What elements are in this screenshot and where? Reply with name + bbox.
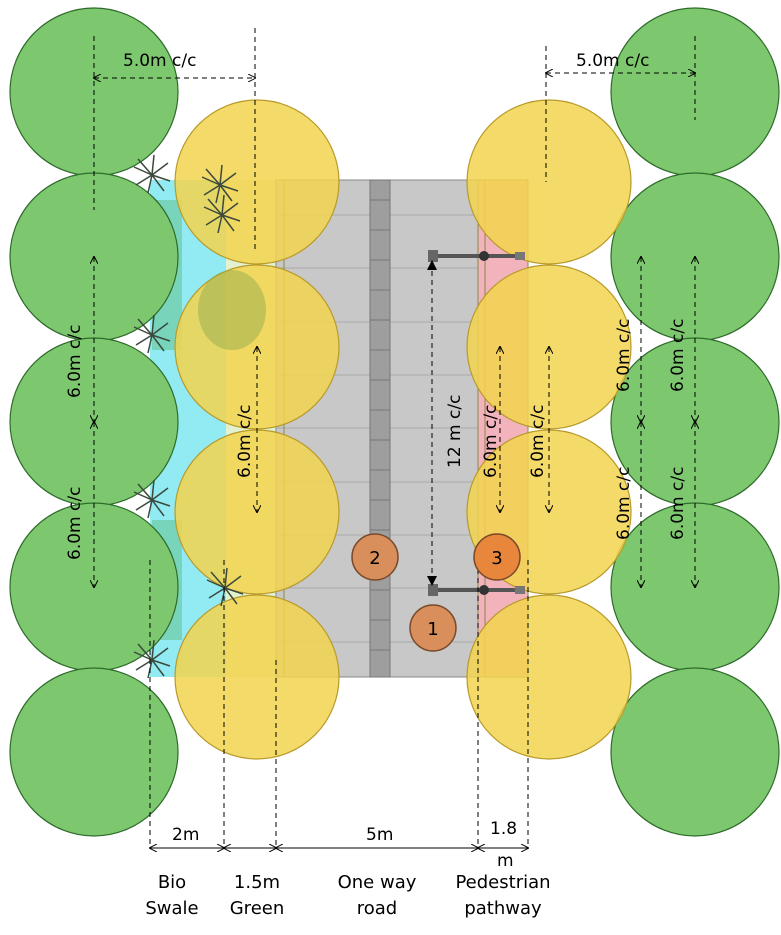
zone-green-line1: 1.5m [234, 872, 280, 893]
palm-icon [133, 314, 171, 354]
dim-right-inner-1: 6.0m c/c [481, 405, 501, 478]
zone-road-line2: road [357, 898, 397, 919]
dim-road-gap: 12 m c/c [445, 395, 465, 468]
width-bioswale: 2m [172, 825, 199, 845]
dim-right-outer-a1: 6.0m c/c [614, 319, 634, 392]
palm-symbols [133, 154, 244, 679]
width-pathway-1: 1.8 [490, 819, 517, 839]
dim-right-outer-b2: 6.0m c/c [668, 467, 688, 540]
marker-1: 1 [409, 604, 457, 652]
outer-tree [610, 667, 780, 837]
width-road: 5m [366, 825, 393, 845]
street-light-top [428, 250, 525, 262]
dim-top-right: 5.0m c/c [576, 51, 649, 71]
svg-text:3: 3 [491, 548, 502, 569]
inner-tree [174, 594, 340, 760]
road-median [369, 179, 391, 678]
street-light-bottom [428, 584, 525, 596]
svg-text:1: 1 [427, 619, 438, 640]
palm-icon [133, 479, 171, 519]
dim-top-left: 5.0m c/c [123, 51, 196, 71]
spacing-dims [94, 28, 695, 848]
inner-tree [174, 99, 340, 265]
dim-left-inner: 6.0m c/c [235, 405, 255, 478]
zone-road-line1: One way [338, 872, 417, 893]
marker-3: 3 [473, 533, 521, 581]
shrub-patch-icon [198, 270, 266, 350]
svg-text:2: 2 [369, 548, 380, 569]
dim-right-inner-2: 6.0m c/c [528, 405, 548, 478]
dim-left-outer-2: 6.0m c/c [65, 487, 85, 560]
inner-tree [466, 594, 632, 760]
inner-tree [466, 99, 632, 265]
zone-bioswale-line2: Swale [145, 898, 198, 919]
dim-right-outer-b1: 6.0m c/c [668, 319, 688, 392]
dim-right-outer-a2: 6.0m c/c [614, 467, 634, 540]
marker-2: 2 [351, 533, 399, 581]
outer-tree [9, 667, 179, 837]
zone-green-line2: Green [230, 898, 285, 919]
palm-icon [133, 154, 171, 194]
palm-icon [206, 567, 244, 607]
dim-left-outer-1: 6.0m c/c [65, 325, 85, 398]
width-pathway-2: m [497, 851, 514, 871]
palm-icon [201, 164, 239, 204]
zone-pathway-line2: pathway [464, 898, 542, 919]
zone-pathway-line1: Pedestrian [455, 872, 550, 893]
palm-icon [203, 194, 241, 234]
zone-bioswale-line1: Bio [158, 872, 186, 893]
